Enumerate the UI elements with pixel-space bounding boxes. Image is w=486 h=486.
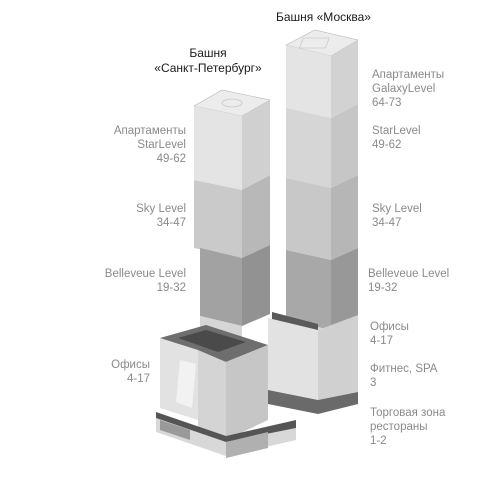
- spb-bellevue-front: [200, 248, 242, 326]
- level-sub: StarLevel: [137, 139, 186, 151]
- spb-top-front: [194, 106, 242, 190]
- spb-top-side: [242, 100, 270, 190]
- spb-title-line1: Башня: [189, 46, 227, 60]
- spb-label-offices: Офисы 4-17: [90, 358, 150, 386]
- spb-roof-detail: [221, 98, 243, 108]
- level-floors: 3: [370, 377, 377, 389]
- moscow-sky-front: [286, 178, 331, 260]
- podium-side: [226, 345, 268, 440]
- moscow-base-band: [268, 390, 358, 414]
- podium-shape: [156, 325, 296, 458]
- level-floors: 49-62: [156, 153, 186, 165]
- level-name: Bellevеue Level: [368, 268, 450, 280]
- level-name: Торговая зона: [370, 407, 446, 419]
- level-floors: 34-47: [156, 217, 186, 229]
- level-floors: 4-17: [126, 373, 150, 385]
- moscow-label-fitness: Фитнес, SPA 3: [370, 362, 437, 390]
- podium-steps: [160, 420, 190, 440]
- moscow-label-galaxy: Апартаменты GalaxyLevel 64-73: [372, 68, 444, 110]
- level-floors: 34-47: [372, 217, 402, 229]
- level-floors: 64-73: [372, 97, 402, 109]
- moscow-tower-shape: [268, 29, 359, 414]
- moscow-star-side: [331, 104, 358, 188]
- level-floors: 19-32: [156, 282, 186, 294]
- level-name: Фитнес, SPA: [370, 363, 438, 375]
- level-name: Офисы: [111, 359, 150, 371]
- level-name: Апартаменты: [113, 125, 186, 137]
- level-name: Sky Level: [136, 203, 186, 215]
- moscow-label-retail: Торговая зона рестораны 1-2: [370, 406, 445, 448]
- moscow-podium-side: [318, 315, 358, 400]
- level-name: Апартаменты: [372, 69, 445, 81]
- moscow-sky-side: [331, 175, 358, 260]
- level-floors: 1-2: [370, 435, 387, 447]
- level-name: Bellevеue Level: [104, 268, 186, 280]
- level-name: StarLevel: [372, 125, 421, 137]
- moscow-star-front: [286, 108, 331, 188]
- moscow-label-offices: Офисы 4-17: [370, 320, 409, 348]
- podium-base-side: [226, 432, 268, 458]
- level-floors: 19-32: [368, 282, 398, 294]
- moscow-roof-detail: [299, 37, 330, 49]
- spb-tower-shape: [193, 89, 271, 340]
- moscow-label-star: StarLevel 49-62: [372, 124, 421, 152]
- spb-bellevue-side: [242, 245, 270, 326]
- spb-label-star: Апартаменты StarLevel 49-62: [90, 124, 186, 166]
- level-sub: рестораны: [370, 421, 428, 433]
- spb-tower-title: Башня «Санкт-Петербург»: [148, 46, 268, 76]
- moscow-top-side: [331, 40, 358, 118]
- spb-title-line2: «Санкт-Петербург»: [154, 61, 262, 75]
- podium-roof-inner: [178, 330, 246, 352]
- level-sub: GalaxyLevel: [372, 83, 436, 95]
- moscow-top-front: [286, 45, 331, 118]
- spb-sky-front: [194, 180, 242, 258]
- moscow-label-sky: Sky Level 34-47: [372, 202, 422, 230]
- podium-front-mid: [198, 350, 226, 440]
- spb-sky-side: [242, 175, 270, 258]
- moscow-label-bellevue: Bellevеue Level 19-32: [368, 267, 449, 295]
- level-floors: 4-17: [370, 335, 394, 347]
- moscow-tower-title: Башня «Москва»: [276, 10, 371, 24]
- moscow-podium-front: [268, 318, 318, 400]
- spb-label-bellevue: Bellevеue Level 19-32: [90, 267, 186, 295]
- moscow-bellevue-side: [331, 248, 358, 330]
- level-name: Офисы: [370, 321, 409, 333]
- spb-label-sky: Sky Level 34-47: [90, 202, 186, 230]
- podium-column: [176, 360, 196, 408]
- level-name: Sky Level: [372, 203, 422, 215]
- moscow-bellevue-front: [286, 250, 331, 330]
- level-floors: 49-62: [372, 139, 402, 151]
